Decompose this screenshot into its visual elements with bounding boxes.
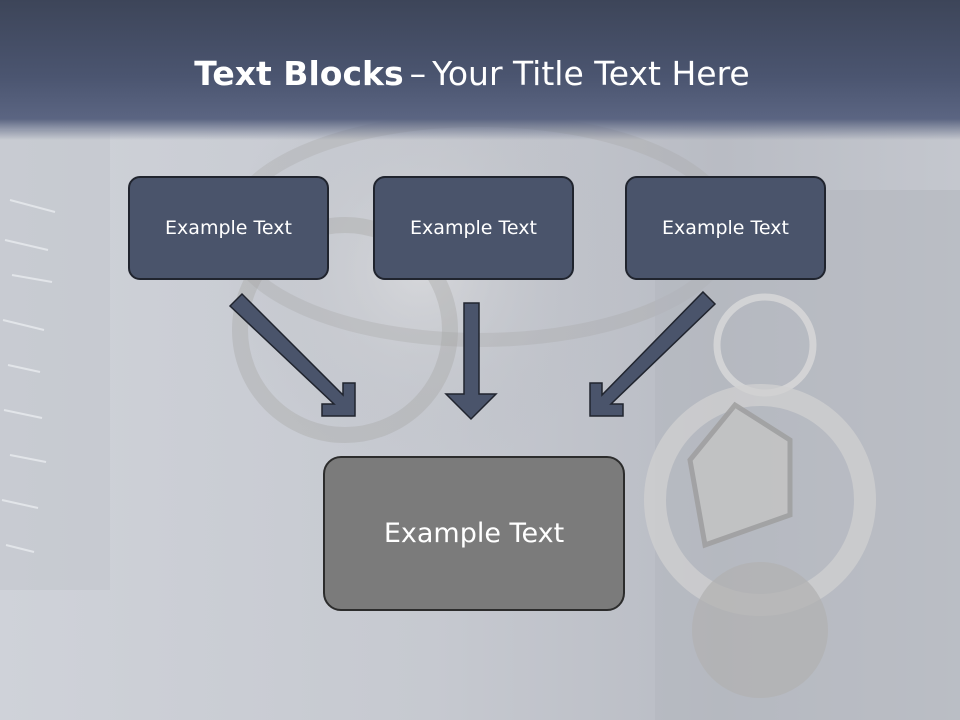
arrow-down-icon	[444, 302, 498, 421]
title-bold-text: Text Blocks	[194, 54, 404, 93]
text-block-2: Example Text	[373, 176, 574, 280]
arrow-down-right-icon	[228, 292, 356, 417]
text-block-1: Example Text	[128, 176, 329, 280]
title-separator: –	[409, 54, 427, 93]
text-block-3-label: Example Text	[662, 217, 789, 239]
text-block-3: Example Text	[625, 176, 826, 280]
title-text: Your Title Text Here	[432, 54, 750, 93]
text-block-2-label: Example Text	[410, 217, 537, 239]
header-band	[0, 0, 960, 140]
main-text-block: Example Text	[323, 456, 625, 611]
page-title: Text Blocks–Your Title Text Here	[0, 52, 944, 96]
text-block-1-label: Example Text	[165, 217, 292, 239]
main-text-block-label: Example Text	[383, 518, 565, 549]
arrow-down-left-icon	[589, 290, 717, 417]
